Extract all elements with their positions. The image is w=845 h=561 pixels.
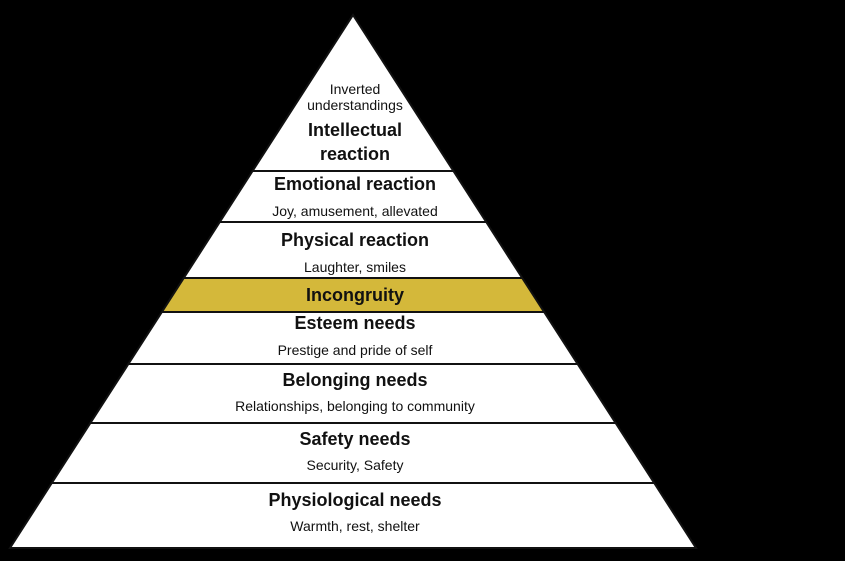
tier-intellectual-title-line2: reaction bbox=[320, 144, 390, 164]
tier-emotional-subtitle: Joy, amusement, allevated bbox=[272, 203, 438, 219]
tier-physical-subtitle: Laughter, smiles bbox=[304, 259, 406, 275]
tier-physiological-subtitle: Warmth, rest, shelter bbox=[290, 518, 420, 534]
tier-physiological bbox=[8, 482, 698, 549]
pyramid-tiers bbox=[8, 13, 698, 549]
tier-esteem-title: Esteem needs bbox=[294, 313, 415, 333]
tier-esteem-subtitle: Prestige and pride of self bbox=[278, 342, 433, 358]
tier-intellectual-subtitle-line1: Inverted bbox=[330, 81, 381, 97]
tier-belonging-subtitle: Relationships, belonging to community bbox=[235, 398, 475, 414]
tier-physical-title: Physical reaction bbox=[281, 230, 429, 250]
tier-incongruity-title: Incongruity bbox=[306, 285, 404, 305]
tier-intellectual-subtitle-line2: understandings bbox=[307, 97, 403, 113]
tier-belonging-title: Belonging needs bbox=[282, 370, 427, 390]
tier-safety-title: Safety needs bbox=[299, 429, 410, 449]
tier-physiological-title: Physiological needs bbox=[268, 490, 441, 510]
tier-safety-subtitle: Security, Safety bbox=[306, 457, 403, 473]
tier-intellectual-title-line1: Intellectual bbox=[308, 120, 402, 140]
tier-emotional-title: Emotional reaction bbox=[274, 174, 436, 194]
